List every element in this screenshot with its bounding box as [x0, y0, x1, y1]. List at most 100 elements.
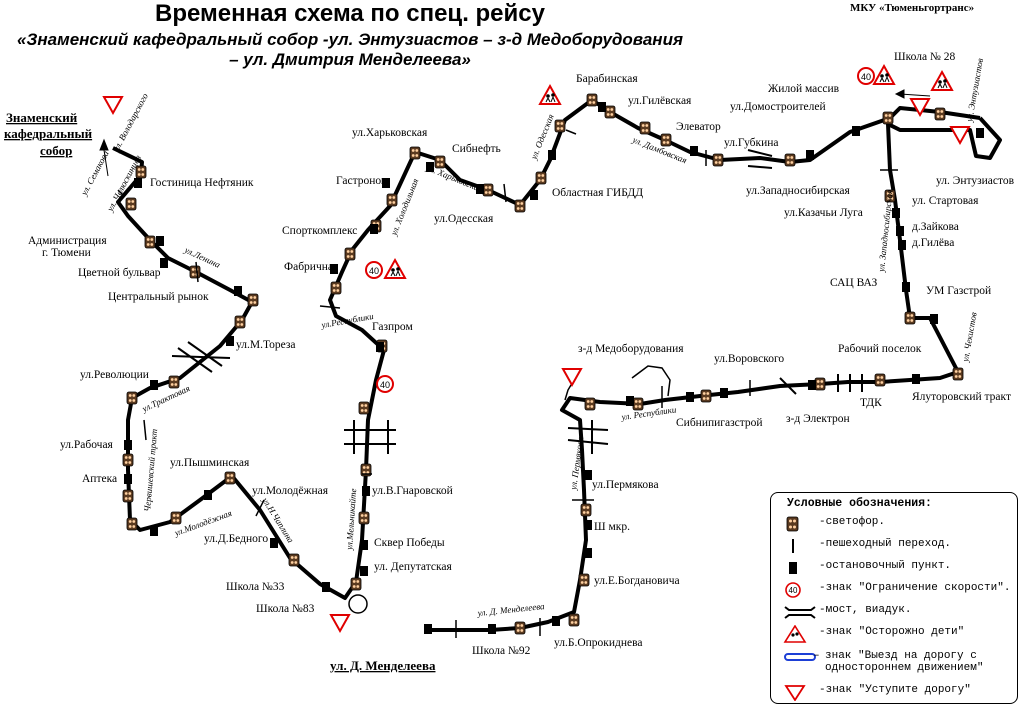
bus-stop [584, 470, 592, 480]
bus-stop [226, 336, 234, 346]
traffic-light-icon [535, 171, 547, 185]
street-kholodilnaya: ул. Холодильная [388, 177, 420, 238]
traffic-light-icon [554, 119, 566, 133]
label-gostinitsa: Гостиница Нефтяник [150, 177, 254, 189]
label-gastronom: Гастроном [336, 175, 389, 187]
legend-row-speed: 40 -знак "Ограничение скорости". [777, 579, 1013, 601]
traffic-light-icon [409, 146, 421, 160]
bridge-west [171, 341, 231, 373]
label-tsvetnoy: Цветной бульвар [78, 267, 161, 279]
label-sats: САЦ ВАЗ [830, 277, 878, 289]
yield-sign-icon [562, 368, 582, 386]
label-sportkompleks: Спорткомплекс [282, 225, 357, 237]
label-kharkovskaya: ул.Харьковская [352, 127, 428, 139]
bridge-south [567, 420, 609, 454]
svg-text:40: 40 [861, 72, 871, 82]
bus-stop [690, 146, 698, 156]
traffic-light-icon [639, 121, 651, 135]
pedestrian-crossings [117, 129, 898, 638]
traffic-light-icon [234, 315, 246, 329]
legend-row-traffic-light: -светофор. [777, 513, 1013, 535]
traffic-light-icon [578, 573, 590, 587]
traffic-light-icon [874, 373, 886, 387]
bus-stop-icon [789, 562, 797, 574]
traffic-light-icon [514, 621, 526, 635]
bus-stop [124, 474, 132, 484]
traffic-light-icon [586, 93, 598, 107]
bus-stop [330, 264, 338, 274]
street-entuziastov: ул. Энтузиастов [964, 57, 985, 123]
label-shkola28: Школа № 28 [894, 51, 956, 63]
label-gilevskaya: ул.Гилёвская [628, 95, 692, 107]
bus-stop [552, 616, 560, 626]
bus-stop [808, 380, 816, 390]
svg-text:40: 40 [789, 586, 798, 595]
traffic-light-icon [189, 265, 201, 279]
bus-stop [382, 178, 390, 188]
street-semakova: ул. Семакова [78, 149, 111, 198]
label-pyshminskaya: ул.Пышминская [170, 457, 250, 469]
label-toreza: ул.М.Тореза [236, 339, 296, 351]
bus-stop [124, 440, 132, 450]
label-gnarovskoy: ул.В.Гнаровской [372, 485, 453, 497]
legend-row-stop: -остановочный пункт. [777, 557, 1013, 579]
svg-text:40: 40 [380, 380, 390, 390]
legend-text-oneway-dash: – [813, 650, 820, 662]
label-mendeleeva-main: ул. Д. Менделеева [330, 658, 436, 673]
medoborud-loop [631, 365, 671, 397]
traffic-light-icon [514, 199, 526, 213]
organization-name: МКУ «Тюменьгортранс» [850, 2, 975, 14]
street-chekistov: ул. Чекистов [960, 311, 979, 363]
traffic-light-icon [580, 503, 592, 517]
label-medoborud: з-д Медоборудования [578, 343, 684, 355]
traffic-light-icon [126, 391, 138, 405]
traffic-light-icon [168, 375, 180, 389]
label-oprokidneva: ул.Б.Опрокиднева [554, 637, 643, 649]
street-kharkovskaya: ул. Харьковская [424, 162, 484, 194]
traffic-light-icon [934, 107, 946, 121]
bus-stop [426, 162, 434, 172]
bus-stop [476, 184, 484, 194]
bus-stop [806, 150, 814, 160]
bus-stop [852, 126, 860, 136]
bus-stop [270, 538, 278, 548]
children-sign-icon [384, 259, 406, 279]
legend-text-crossing: -пешеходный переход. [819, 538, 952, 550]
traffic-light-icon [358, 511, 370, 525]
bridge-gubkina [747, 149, 773, 169]
bus-stop [584, 548, 592, 558]
subtitle-line-1: «Знаменский кафедральный собор -ул. Энту… [17, 30, 683, 49]
crossing-mark [319, 305, 341, 309]
label-kazachi: ул.Казачьи Луга [784, 207, 863, 219]
subtitle-line-2: – ул. Дмитрия Менделеева» [229, 50, 471, 69]
street-respubliki-2: ул. Республики [620, 404, 677, 422]
street-mendeleeva: ул. Д. Менделеева [476, 601, 545, 618]
bus-stop [488, 624, 496, 634]
traffic-light-icon [247, 293, 259, 307]
crossing-mark [565, 129, 577, 135]
label-yalutorovsky: Ялуторовский тракт [912, 391, 1011, 403]
svg-text:40: 40 [369, 266, 379, 276]
yield-sign-icon [784, 685, 806, 701]
label-elevator: Элеватор [676, 121, 721, 133]
bus-stop [156, 236, 164, 246]
label-shkola92: Школа №92 [472, 645, 531, 657]
street-chervishevsky: Червишевский тракт [142, 428, 159, 512]
bus-stop [930, 314, 938, 324]
label-shkola33: Школа №33 [226, 581, 285, 593]
traffic-light-icon [786, 516, 799, 532]
label-tsentralny: Центральный рынок [108, 291, 209, 303]
label-elektron: з-д Электрон [786, 413, 850, 425]
traffic-light-icon [568, 613, 580, 627]
children-sign-icon [931, 71, 953, 91]
label-rabochiy: Рабочий поселок [838, 343, 922, 355]
label-znamensky-2: кафедральный [4, 126, 93, 141]
traffic-light-icon [350, 577, 362, 591]
traffic-light-icon [122, 453, 134, 467]
bus-stop [898, 240, 906, 250]
traffic-light-icon [344, 247, 356, 261]
bus-stop [912, 374, 920, 384]
bus-stop [548, 150, 556, 160]
